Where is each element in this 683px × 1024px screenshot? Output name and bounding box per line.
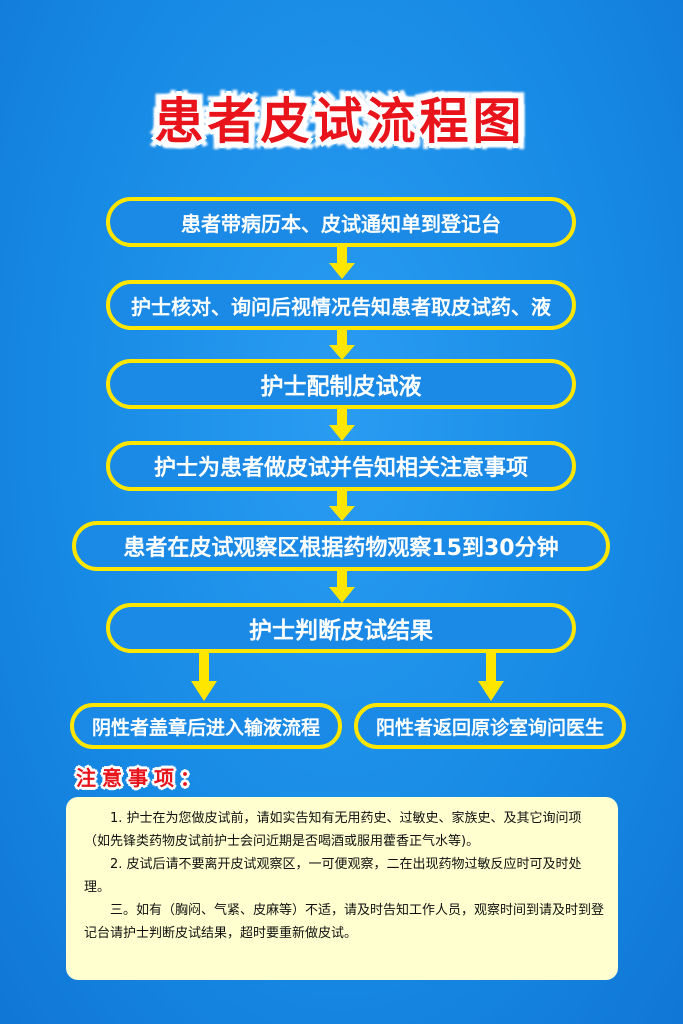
arrow-down-icon [327, 407, 357, 443]
step-6-box: 护士判断皮试结果 [106, 603, 576, 653]
step-4-box: 护士为患者做皮试并告知相关注意事项 [106, 441, 576, 491]
negative-result-label: 阴性者盖章后进入输液流程 [91, 716, 320, 739]
note-item-2: 2. 皮试后请不要离开皮试观察区，一可便观察，二在出现药物过敏反应时可及时处理。 [84, 857, 582, 895]
arrow-down-icon [327, 489, 357, 523]
note-item-3: 三。如有（胸闷、气紧、皮麻等）不适，请及时告知工作人员，观察时间到请及时到登记台… [84, 903, 605, 941]
step-1-box: 患者带病历本、皮试通知单到登记台 [106, 197, 576, 247]
step-6-label: 护士判断皮试结果 [249, 618, 433, 644]
step-3-box: 护士配制皮试液 [106, 359, 576, 409]
arrow-down-icon [327, 569, 357, 605]
positive-result-label: 阳性者返回原诊室询问医生 [375, 716, 604, 739]
page-title: 患者皮试流程图 [154, 92, 526, 150]
notes-box: 1. 护士在为您做皮试前，请如实告知有无用药史、过敏史、家族史、及其它询问项（如… [66, 797, 618, 980]
notes-heading: 注意事项： [76, 766, 206, 790]
negative-result-box: 阴性者盖章后进入输液流程 [70, 703, 342, 749]
arrow-down-icon [327, 245, 357, 281]
step-3-label: 护士配制皮试液 [260, 374, 422, 400]
step-4-label: 护士为患者做皮试并告知相关注意事项 [153, 456, 528, 481]
positive-result-box: 阳性者返回原诊室询问医生 [354, 703, 626, 749]
note-item-1: 1. 护士在为您做皮试前，请如实告知有无用药史、过敏史、家族史、及其它询问项（如… [84, 811, 582, 849]
arrow-down-icon [327, 328, 357, 362]
step-5-label: 患者在皮试观察区根据药物观察15到30分钟 [123, 536, 559, 561]
step-5-box: 患者在皮试观察区根据药物观察15到30分钟 [72, 521, 610, 571]
arrow-down-icon [476, 651, 506, 703]
step-2-box: 护士核对、询问后视情况告知患者取皮试药、液 [106, 280, 576, 330]
step-2-label: 护士核对、询问后视情况告知患者取皮试药、液 [131, 294, 551, 319]
arrow-down-icon [189, 651, 219, 703]
step-1-label: 患者带病历本、皮试通知单到登记台 [181, 211, 501, 236]
title-banner: 患者皮试流程图 [90, 78, 590, 156]
